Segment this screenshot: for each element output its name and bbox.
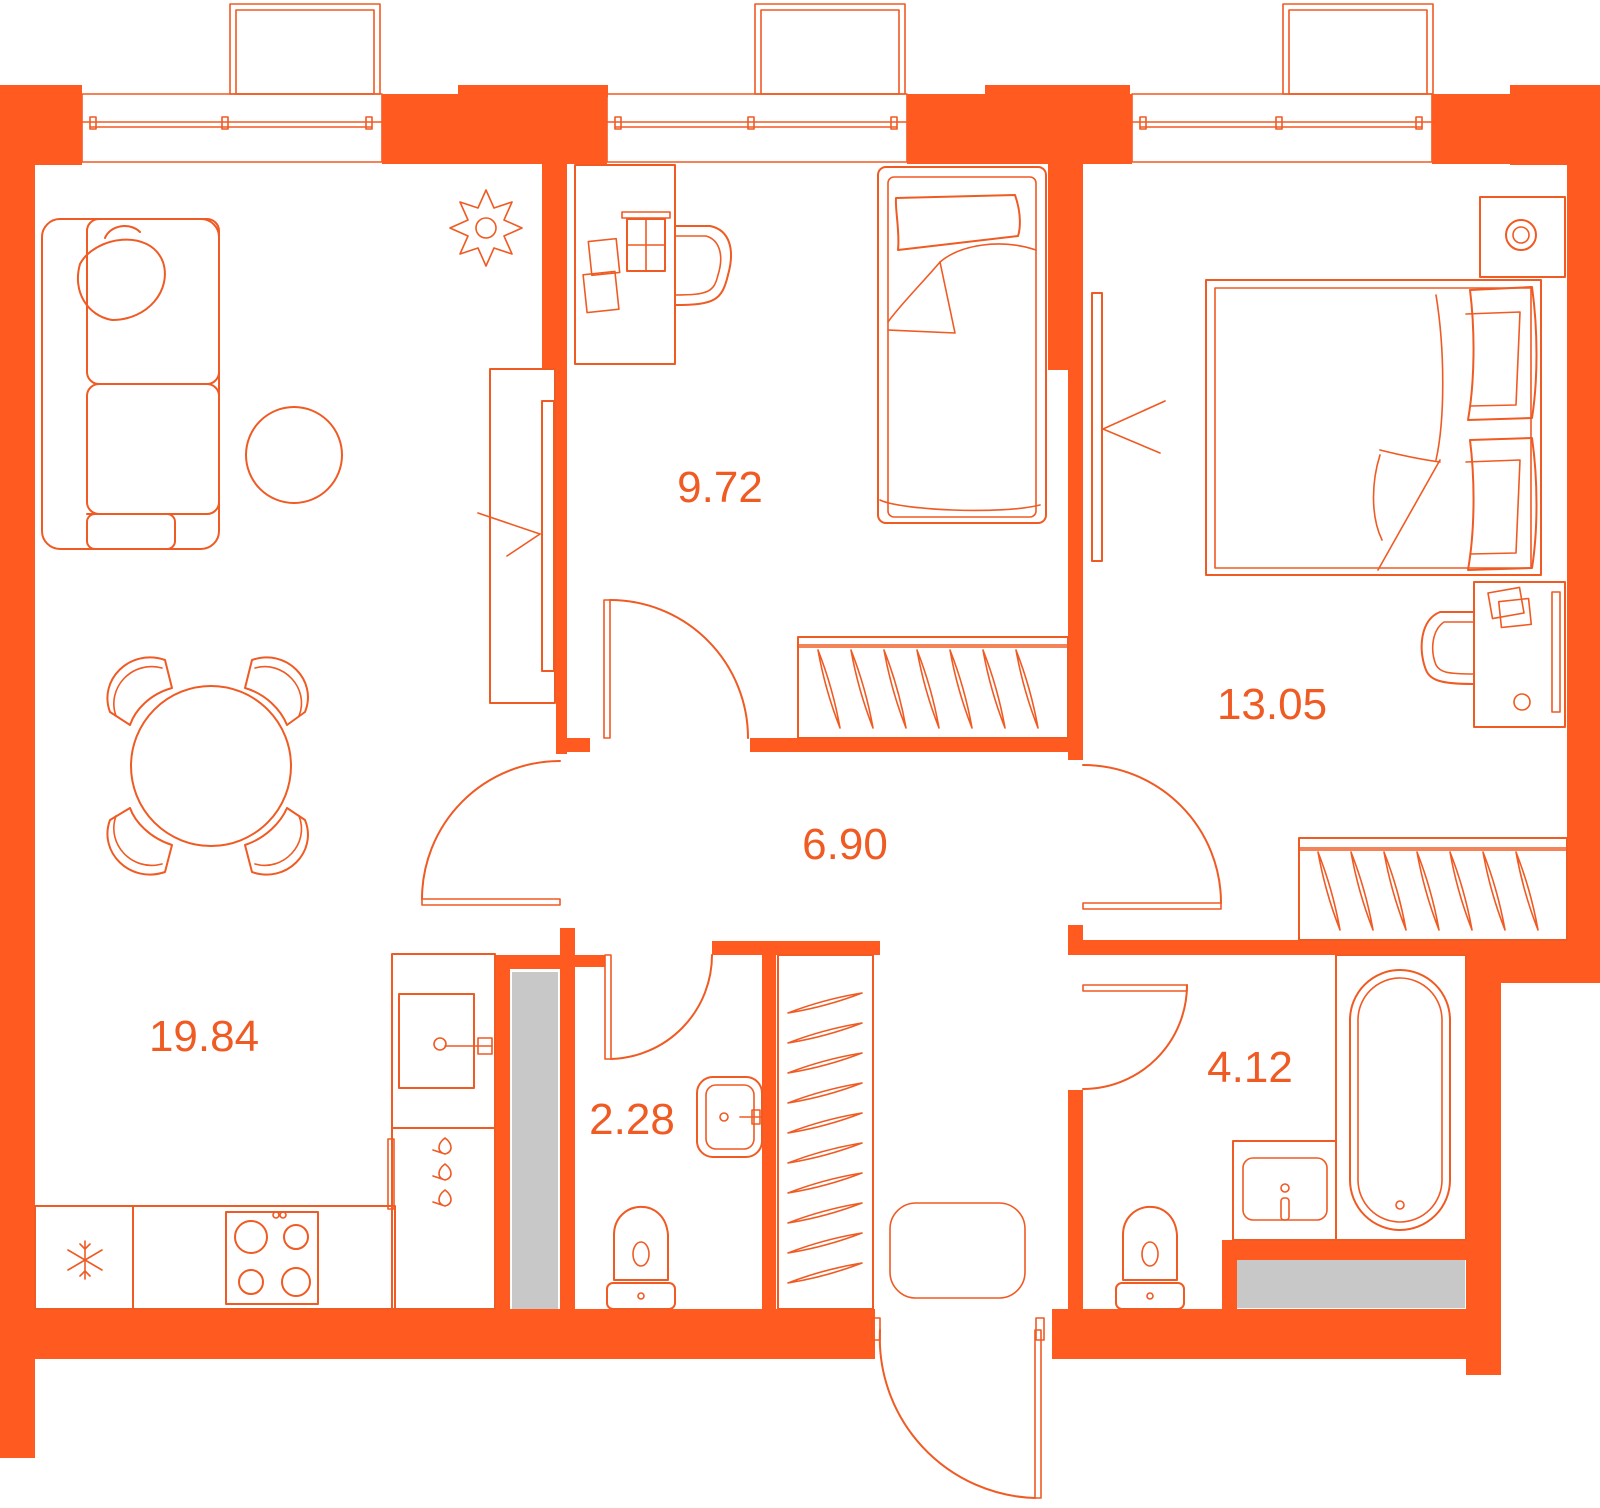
hanger xyxy=(1449,851,1473,931)
washer xyxy=(1479,196,1566,278)
window-left xyxy=(81,3,383,163)
wardrobe-large-bedroom xyxy=(1298,837,1568,941)
hanger xyxy=(949,649,973,729)
hanger xyxy=(982,649,1006,729)
area-label-bedroom-large: 13.05 xyxy=(1216,680,1328,729)
desk-large-bedroom xyxy=(1420,581,1566,728)
area-label-bedroom-small: 9.72 xyxy=(677,463,763,512)
toilet-sink xyxy=(696,1076,763,1158)
hanger xyxy=(1416,851,1440,931)
hanger xyxy=(787,992,863,1014)
hanger xyxy=(787,1082,863,1104)
hanger xyxy=(787,1052,863,1074)
plant-icon xyxy=(449,189,523,267)
utility-shaft-left xyxy=(512,972,558,1309)
area-label-bathroom: 4.12 xyxy=(1207,1043,1293,1092)
hanger xyxy=(1383,851,1407,931)
tv-stand xyxy=(477,368,556,704)
desk-small-bedroom xyxy=(574,164,732,365)
area-label-living-kitchen: 19.84 xyxy=(148,1012,260,1061)
wardrobe-small-bedroom xyxy=(797,636,1069,739)
toilet-bowl xyxy=(606,1205,676,1310)
walls xyxy=(0,85,1600,1458)
hanger xyxy=(1350,851,1374,931)
hanger xyxy=(916,649,940,729)
round-rug xyxy=(245,406,343,504)
windows xyxy=(81,3,1434,163)
hanger xyxy=(787,1112,863,1134)
double-bed xyxy=(1205,279,1542,576)
hanger xyxy=(1482,851,1506,931)
hallway-rug xyxy=(889,1202,1026,1299)
hanger xyxy=(787,1262,863,1284)
hanger xyxy=(787,1232,863,1254)
utility-shaft-right xyxy=(1237,1260,1465,1308)
hanger xyxy=(817,649,841,729)
hanger xyxy=(787,1022,863,1044)
hanger xyxy=(787,1142,863,1164)
bathroom-toilet xyxy=(1115,1205,1185,1310)
hallway-wardrobe xyxy=(777,954,874,1310)
kitchen-counter xyxy=(34,953,496,1310)
window-right xyxy=(1131,3,1434,163)
sofa xyxy=(41,218,220,550)
doors xyxy=(421,599,1222,1499)
bathroom-sink xyxy=(1232,1140,1337,1241)
window-middle xyxy=(606,3,908,163)
hanger xyxy=(850,649,874,729)
hanger xyxy=(1515,851,1539,931)
tv-large-bedroom xyxy=(1091,292,1166,562)
area-label-hallway: 6.90 xyxy=(802,820,888,869)
hanger xyxy=(1015,649,1039,729)
bathtub xyxy=(1335,954,1467,1241)
dining-set xyxy=(106,656,309,876)
area-label-toilet: 2.28 xyxy=(589,1095,675,1144)
hanger xyxy=(1317,851,1341,931)
snowflake-icon xyxy=(67,1240,103,1280)
hanger xyxy=(787,1172,863,1194)
hanger xyxy=(787,1202,863,1224)
single-bed xyxy=(877,166,1047,524)
hanger xyxy=(883,649,907,729)
